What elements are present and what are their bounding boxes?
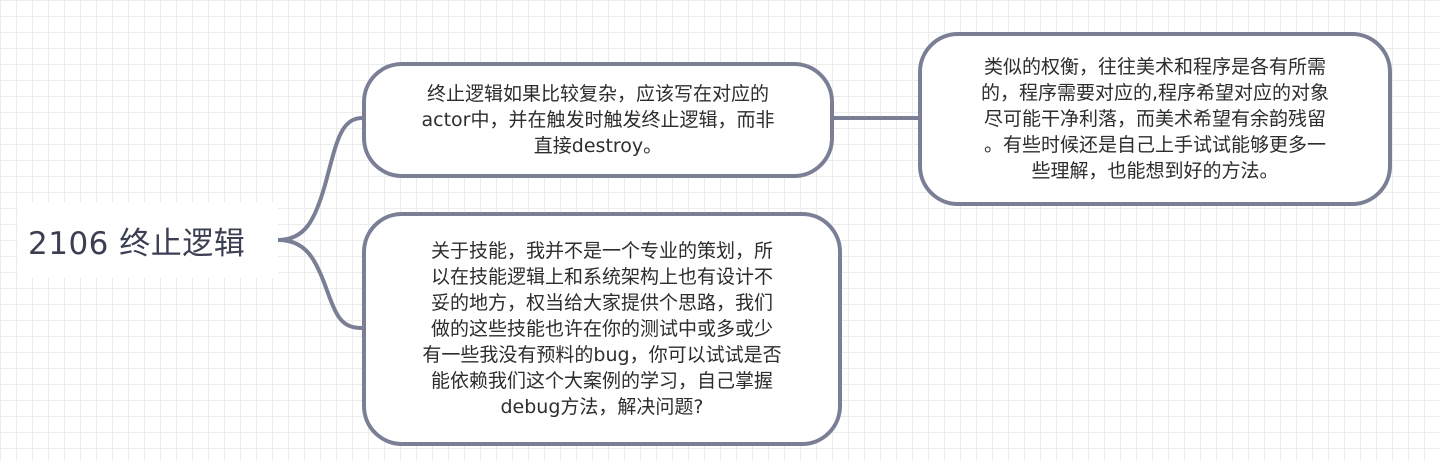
connector-root-to-topic-a	[276, 116, 364, 242]
topic-skill-design-note[interactable]: 关于技能，我并不是一个专业的策划，所 以在技能逻辑上和系统架构上也有设计不 妥的…	[362, 212, 842, 446]
root-topic-label: 2106 终止逻辑	[28, 225, 246, 262]
root-topic[interactable]: 2106 终止逻辑	[18, 202, 278, 278]
text-line: debug方法，解决问题?	[500, 396, 704, 418]
text-line: 做的这些技能也许在你的测试中或多或少	[430, 318, 773, 340]
topic-termination-logic-text: 终止逻辑如果比较复杂，应该写在对应的 actor中，并在触发时触发终止逻辑，而非…	[422, 81, 775, 159]
topic-art-program-tradeoff-text: 类似的权衡，往往美术和程序是各有所需 的，程序需要对应的,程序希望对应的对象 尽…	[981, 54, 1329, 184]
text-line: 些理解，也能想到好的方法。	[1031, 160, 1279, 182]
text-line: 终止逻辑如果比较复杂，应该写在对应的	[426, 83, 769, 105]
topic-termination-logic[interactable]: 终止逻辑如果比较复杂，应该写在对应的 actor中，并在触发时触发终止逻辑，而非…	[362, 62, 834, 178]
text-line: 的，程序需要对应的,程序希望对应的对象	[980, 82, 1330, 104]
text-line: 有一些我没有预料的bug，你可以试试是否	[422, 344, 782, 366]
text-line: 关于技能，我并不是一个专业的策划，所	[430, 240, 773, 262]
topic-skill-design-note-text: 关于技能，我并不是一个专业的策划，所 以在技能逻辑上和系统架构上也有设计不 妥的…	[422, 238, 781, 420]
text-line: 类似的权衡，往往美术和程序是各有所需	[983, 56, 1326, 78]
topic-art-program-tradeoff[interactable]: 类似的权衡，往往美术和程序是各有所需 的，程序需要对应的,程序希望对应的对象 尽…	[918, 32, 1392, 206]
text-line: 直接destroy。	[533, 135, 663, 157]
text-line: actor中，并在触发时触发终止逻辑，而非	[421, 109, 775, 131]
text-line: 能依赖我们这个大案例的学习，自己掌握	[430, 370, 773, 392]
text-line: 尽可能干净利落，而美术希望有余韵残留	[983, 108, 1326, 130]
connector-root-to-topic-b	[276, 238, 364, 330]
text-line: 以在技能逻辑上和系统架构上也有设计不	[430, 266, 773, 288]
text-line: 妥的地方，权当给大家提供个思路，我们	[430, 292, 773, 314]
text-line: 。有些时候还是自己上手试试能够更多一	[983, 134, 1326, 156]
